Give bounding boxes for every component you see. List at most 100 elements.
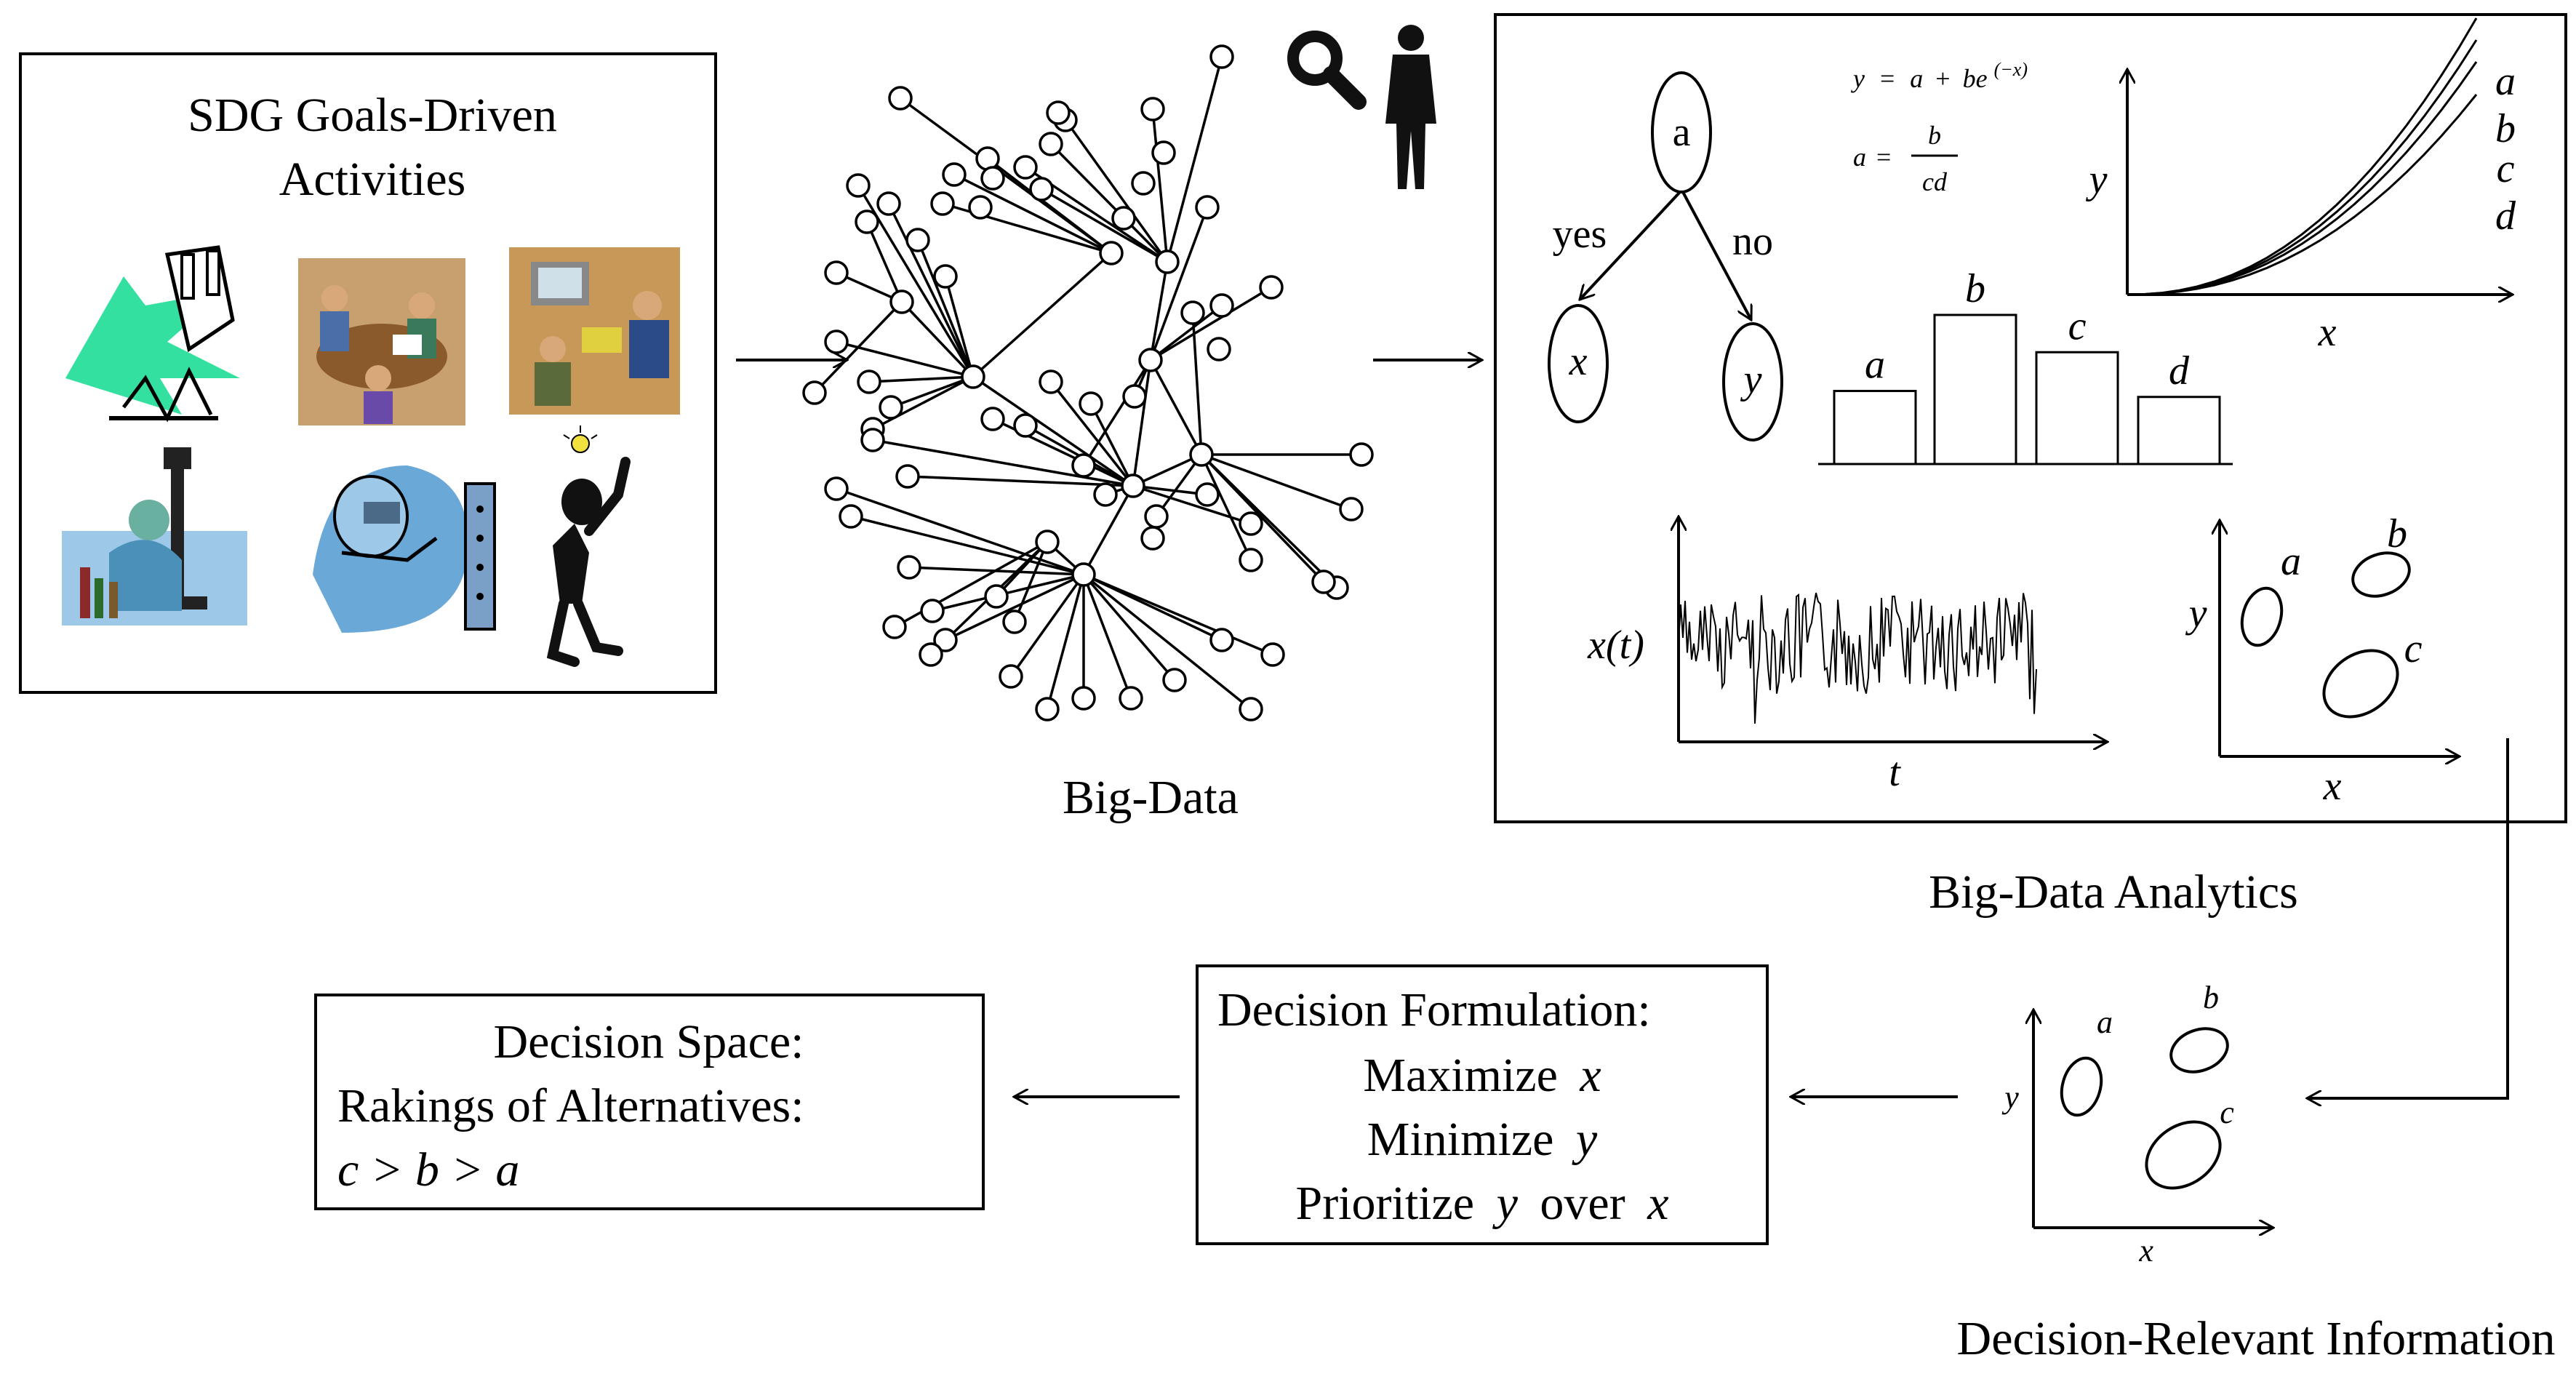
sdg-activities-panel: SDG Goals-Driven Activities bbox=[19, 52, 717, 694]
network-edge bbox=[1132, 359, 1152, 487]
tree-yes-label: yes bbox=[1553, 212, 1607, 257]
network-node bbox=[1079, 391, 1103, 416]
formulation-maximize: Maximize bbox=[1363, 1049, 1558, 1102]
network-node bbox=[920, 599, 945, 623]
network-edge bbox=[1200, 454, 1252, 561]
network-edge bbox=[1082, 573, 1176, 681]
network-node bbox=[1039, 369, 1063, 394]
formula-eq1-exponent: (−x) bbox=[1994, 59, 2028, 80]
arrow-analytics-to-info bbox=[2307, 738, 2509, 1098]
tree-leaf-y: y bbox=[1740, 357, 1762, 402]
network-node bbox=[1121, 473, 1145, 498]
curve-label-b: b bbox=[2495, 106, 2516, 151]
network-edge bbox=[1049, 143, 1169, 263]
network-node bbox=[1093, 482, 1118, 507]
network-node bbox=[1099, 241, 1124, 265]
network-node bbox=[919, 642, 943, 667]
network-node bbox=[1035, 697, 1060, 722]
network-node bbox=[1071, 453, 1096, 478]
office-workers-icon bbox=[509, 247, 680, 415]
network-node bbox=[968, 195, 993, 220]
formulation-minimize: Minimize bbox=[1367, 1113, 1554, 1166]
analytics-label: Big-Data Analytics bbox=[1929, 866, 2298, 919]
network-node bbox=[1151, 140, 1176, 165]
info-scatter-x-label: x bbox=[2138, 1233, 2153, 1268]
network-edge bbox=[907, 475, 1134, 487]
network-edge bbox=[1132, 484, 1208, 496]
formulation-prioritize-over: over bbox=[1540, 1177, 1625, 1230]
network-edge bbox=[890, 375, 974, 409]
bar-d bbox=[2137, 396, 2221, 465]
curve-label-d: d bbox=[2495, 193, 2516, 239]
network-edge bbox=[1201, 453, 1352, 511]
curve-label-c: c bbox=[2497, 146, 2515, 191]
network-node bbox=[1029, 177, 1054, 201]
info-scatter-cluster-a bbox=[2060, 1056, 2103, 1117]
network-node bbox=[1239, 548, 1263, 572]
curve-line-d bbox=[2127, 17, 2478, 296]
network-edge bbox=[944, 276, 975, 377]
formula-eq1-a: a bbox=[1910, 64, 1923, 93]
network-edge bbox=[1082, 574, 1132, 699]
network-node bbox=[1339, 497, 1364, 521]
network-node bbox=[855, 209, 879, 234]
network-node bbox=[860, 428, 885, 452]
ts-y-label: x(t) bbox=[1587, 623, 1644, 668]
svg-text:y = a: y = a + be (−x) bbox=[1851, 59, 2028, 93]
network-node bbox=[1013, 413, 1038, 438]
business-meeting-icon bbox=[298, 258, 465, 425]
network-node bbox=[1046, 100, 1071, 125]
network-node bbox=[1140, 97, 1165, 121]
formulation-prioritize: Prioritize bbox=[1296, 1177, 1475, 1230]
analytics-scatter-cluster-b bbox=[2351, 551, 2411, 598]
network-edge bbox=[1046, 574, 1085, 710]
analytics-scatter-cluster-label-c: c bbox=[2404, 626, 2423, 671]
network-edge bbox=[1082, 573, 1252, 711]
network-edge bbox=[992, 417, 1134, 487]
network-edge bbox=[932, 573, 1084, 612]
formulation-prioritize-var1: y bbox=[1492, 1177, 1519, 1230]
network-node bbox=[889, 289, 914, 314]
formulation-maximize-var: x bbox=[1579, 1049, 1601, 1102]
network-edge bbox=[1049, 380, 1135, 487]
network-node bbox=[1155, 249, 1180, 274]
network-node bbox=[1207, 337, 1231, 361]
network-node bbox=[1239, 511, 1263, 536]
analytics-scatter-cluster-c bbox=[2322, 649, 2399, 719]
network-node bbox=[1013, 155, 1038, 180]
network-edge bbox=[868, 375, 974, 383]
network-edge bbox=[1149, 207, 1209, 361]
analytics-panel: a yes no x y y = a + be (−x) a = b cd bbox=[1494, 13, 2567, 823]
time-series-chart: x(t)t bbox=[1587, 516, 2108, 795]
tree-root-label: a bbox=[1673, 110, 1691, 155]
network-edge bbox=[894, 540, 1048, 628]
network-edge bbox=[1150, 286, 1272, 361]
curve-label-a: a bbox=[2495, 59, 2516, 104]
bar-b bbox=[1933, 313, 2017, 465]
network-node bbox=[879, 395, 903, 420]
formula-eq1-be: be bbox=[1963, 64, 1988, 93]
info-scatter-cluster-label-a: a bbox=[2097, 1004, 2113, 1040]
network-edge bbox=[1200, 453, 1325, 583]
curve-line-c bbox=[2127, 39, 2478, 296]
network-edge bbox=[1041, 188, 1168, 263]
curves-y-label: y bbox=[2086, 157, 2108, 202]
curve-line-b bbox=[2127, 61, 2478, 296]
network-edge bbox=[1082, 359, 1152, 466]
curve-line-a bbox=[2127, 94, 2478, 296]
network-node bbox=[980, 166, 1005, 191]
network-edge bbox=[953, 173, 1112, 255]
network-node bbox=[1002, 609, 1027, 634]
network-node bbox=[942, 162, 967, 187]
network-node bbox=[824, 329, 849, 354]
network-node bbox=[1131, 171, 1156, 196]
network-node bbox=[1071, 686, 1096, 711]
network-edge bbox=[1149, 304, 1223, 361]
network-node bbox=[876, 191, 901, 216]
network-edge bbox=[916, 239, 975, 377]
network-edge bbox=[900, 300, 975, 378]
formula-eq1-lhs: y bbox=[1851, 64, 1865, 93]
network-edge bbox=[1191, 312, 1203, 455]
info-scatter-cluster-b bbox=[2169, 1027, 2229, 1074]
